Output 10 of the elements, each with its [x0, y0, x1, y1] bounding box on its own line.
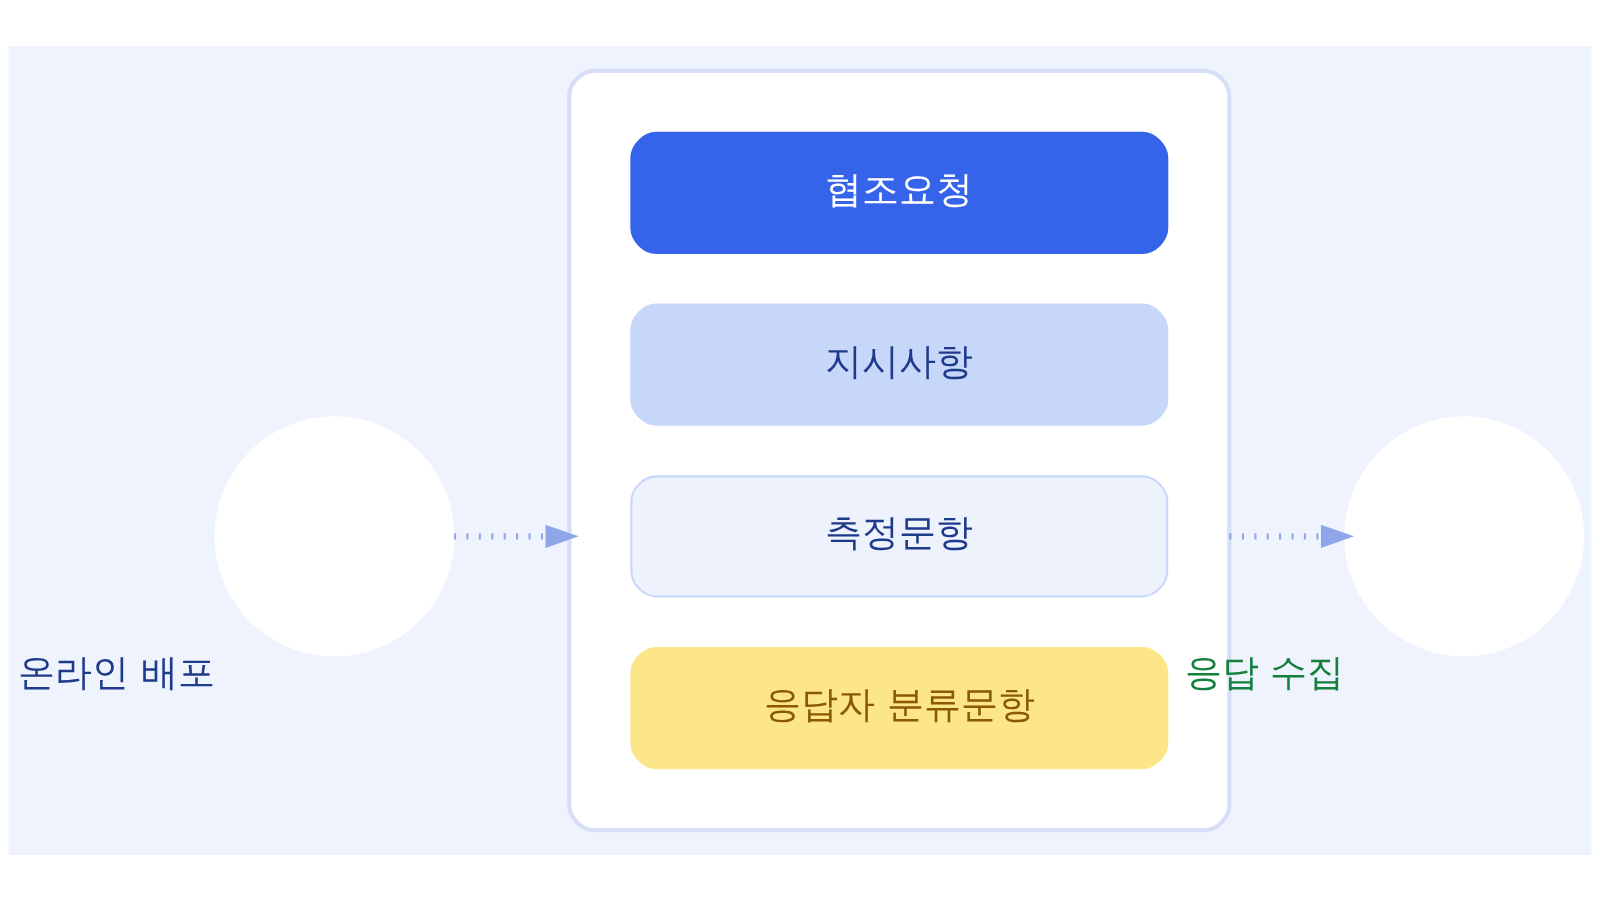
node-box: 협조요청	[630, 131, 1169, 254]
node-box: 지시사항	[630, 303, 1169, 426]
arrow	[454, 524, 579, 548]
node-label: 응답 수집	[1184, 649, 1345, 694]
arrow	[1229, 524, 1355, 548]
node-circle	[214, 415, 455, 656]
node-box: 응답자 분류문항	[630, 646, 1169, 769]
node-circle	[1344, 415, 1585, 656]
node-label: 온라인 배포	[17, 649, 215, 694]
node-box: 측정문항	[630, 474, 1169, 597]
